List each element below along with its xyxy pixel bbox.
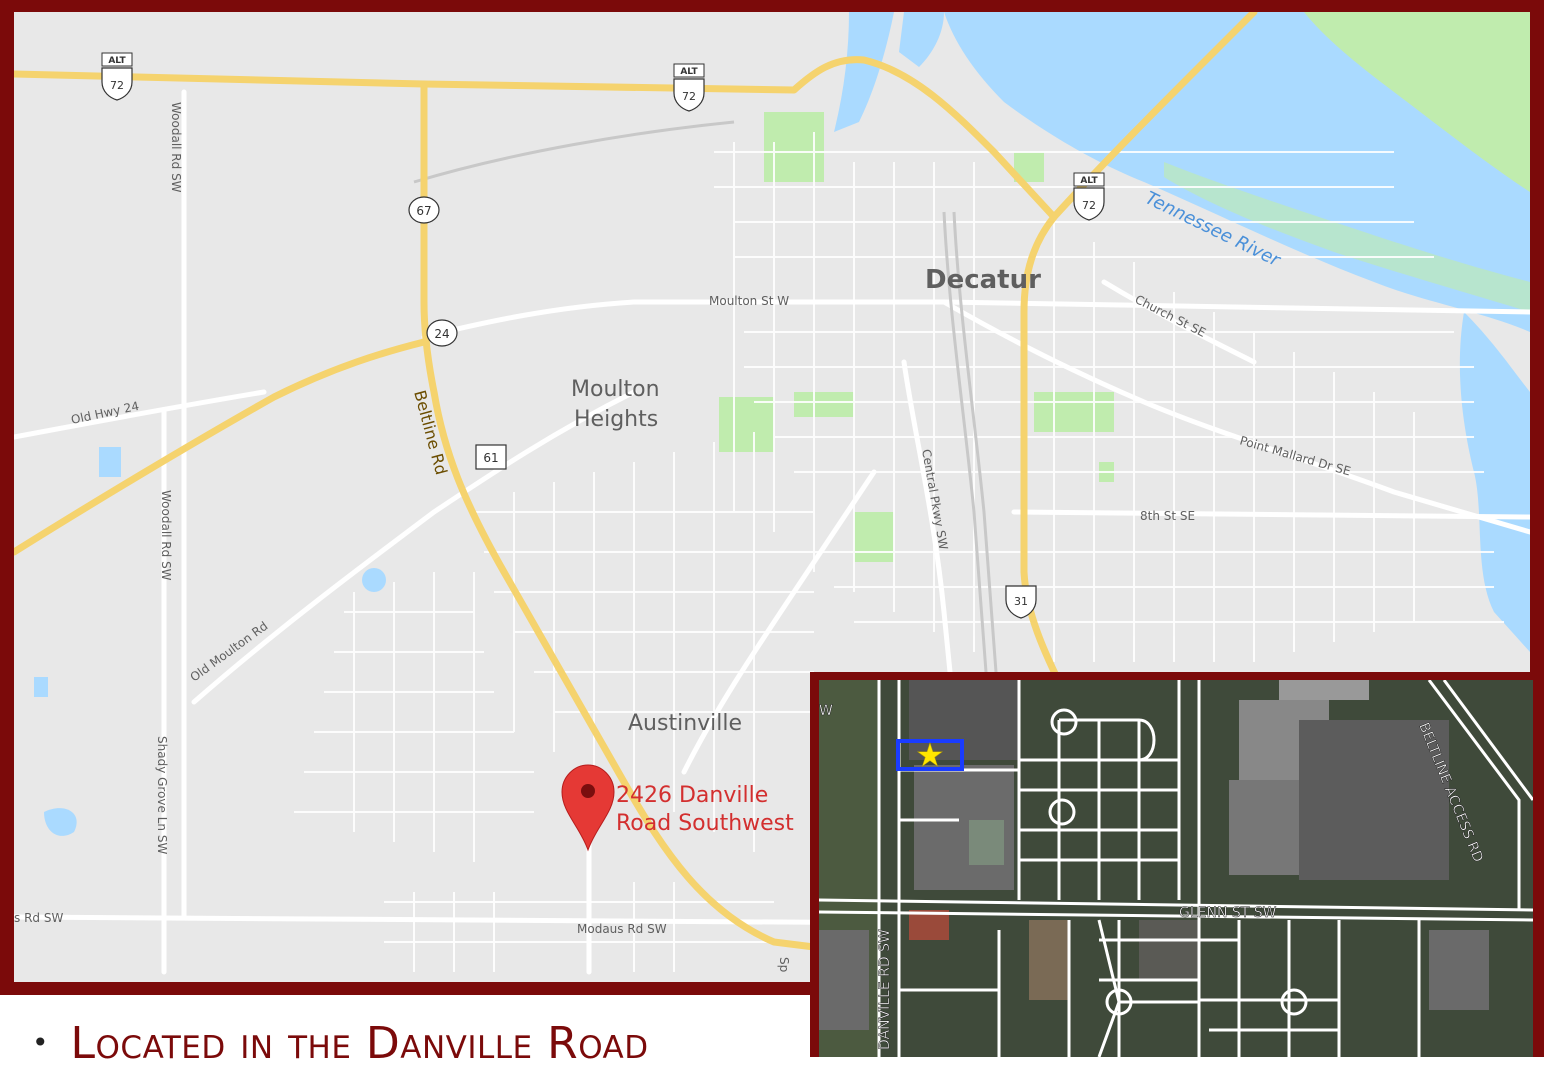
sp-road-fragment-label: Sp (777, 957, 791, 972)
shady-grove-label: Shady Grove Ln SW (155, 736, 169, 854)
marker-address-line2: Road Southwest (616, 811, 794, 836)
property-outline[interactable] (896, 739, 964, 771)
svg-text:ALT: ALT (108, 56, 126, 66)
caption-text: Located in the Danville Road (70, 1018, 649, 1069)
svg-text:72: 72 (682, 90, 696, 103)
moulton-heights-label-line2: Heights (574, 407, 658, 432)
route-shields: ALT 72 ALT 72 ALT 72 67 24 61 (101, 52, 1105, 619)
water-bodies (34, 12, 1530, 836)
svg-text:ALT: ALT (1080, 176, 1098, 186)
moulton-heights-label-line1: Moulton (571, 377, 660, 402)
decatur-label: Decatur (925, 265, 1041, 295)
railroads (413, 120, 1001, 713)
sr-67-shield: 67 (408, 196, 440, 224)
danville-rd-label: DANVILLE RD SW (877, 929, 893, 1050)
alt-72-shield-west: ALT 72 (101, 52, 133, 101)
aerial-texture (819, 680, 1489, 1057)
svg-text:72: 72 (1082, 199, 1096, 212)
svg-text:72: 72 (110, 79, 124, 92)
modaus-rd-label: Modaus Rd SW (577, 922, 667, 936)
caption: • Located in the Danville Road (32, 1018, 792, 1075)
highways (14, 12, 1258, 951)
location-marker[interactable]: 2426 Danville Road Southwest (561, 764, 794, 852)
svg-text:31: 31 (1014, 595, 1028, 608)
star-icon: ★ (916, 736, 945, 774)
svg-text:24: 24 (434, 327, 449, 341)
map-pin-center (581, 784, 595, 798)
alt-72-shield-east: ALT 72 (1073, 172, 1105, 221)
moulton-st-label: Moulton St W (709, 294, 789, 308)
left-rd-label: s Rd SW (14, 911, 63, 925)
street-grid (294, 132, 1504, 972)
caption-bullet: • (32, 1026, 49, 1059)
inset-aerial-map[interactable]: GLENN ST SW DANVILLE RD SW BELTLINE ACCE… (819, 680, 1533, 1057)
eighth-st-label: 8th St SE (1140, 509, 1195, 523)
austinville-label: Austinville (628, 711, 742, 736)
sr-24-shield: 24 (426, 319, 458, 347)
svg-text:61: 61 (483, 451, 498, 465)
map-pin-icon[interactable] (561, 764, 615, 852)
svg-text:67: 67 (416, 204, 431, 218)
woodall-rd-label-north: Woodall Rd SW (169, 102, 183, 193)
parcel-lines (819, 680, 1533, 1057)
alt-72-shield-center: ALT 72 (673, 63, 705, 112)
svg-text:ALT: ALT (680, 67, 698, 77)
woodall-rd-label-south: Woodall Rd SW (159, 490, 173, 581)
main-map[interactable]: Decatur Moulton Heights Austinville Tenn… (14, 12, 1530, 982)
us-31-shield: 31 (1005, 585, 1037, 619)
inset-corner-letter: W (819, 703, 833, 719)
glenn-st-label: GLENN ST SW (1179, 905, 1277, 921)
sr-61-shield: 61 (475, 444, 507, 470)
marker-address-line1: 2426 Danville (616, 783, 768, 808)
